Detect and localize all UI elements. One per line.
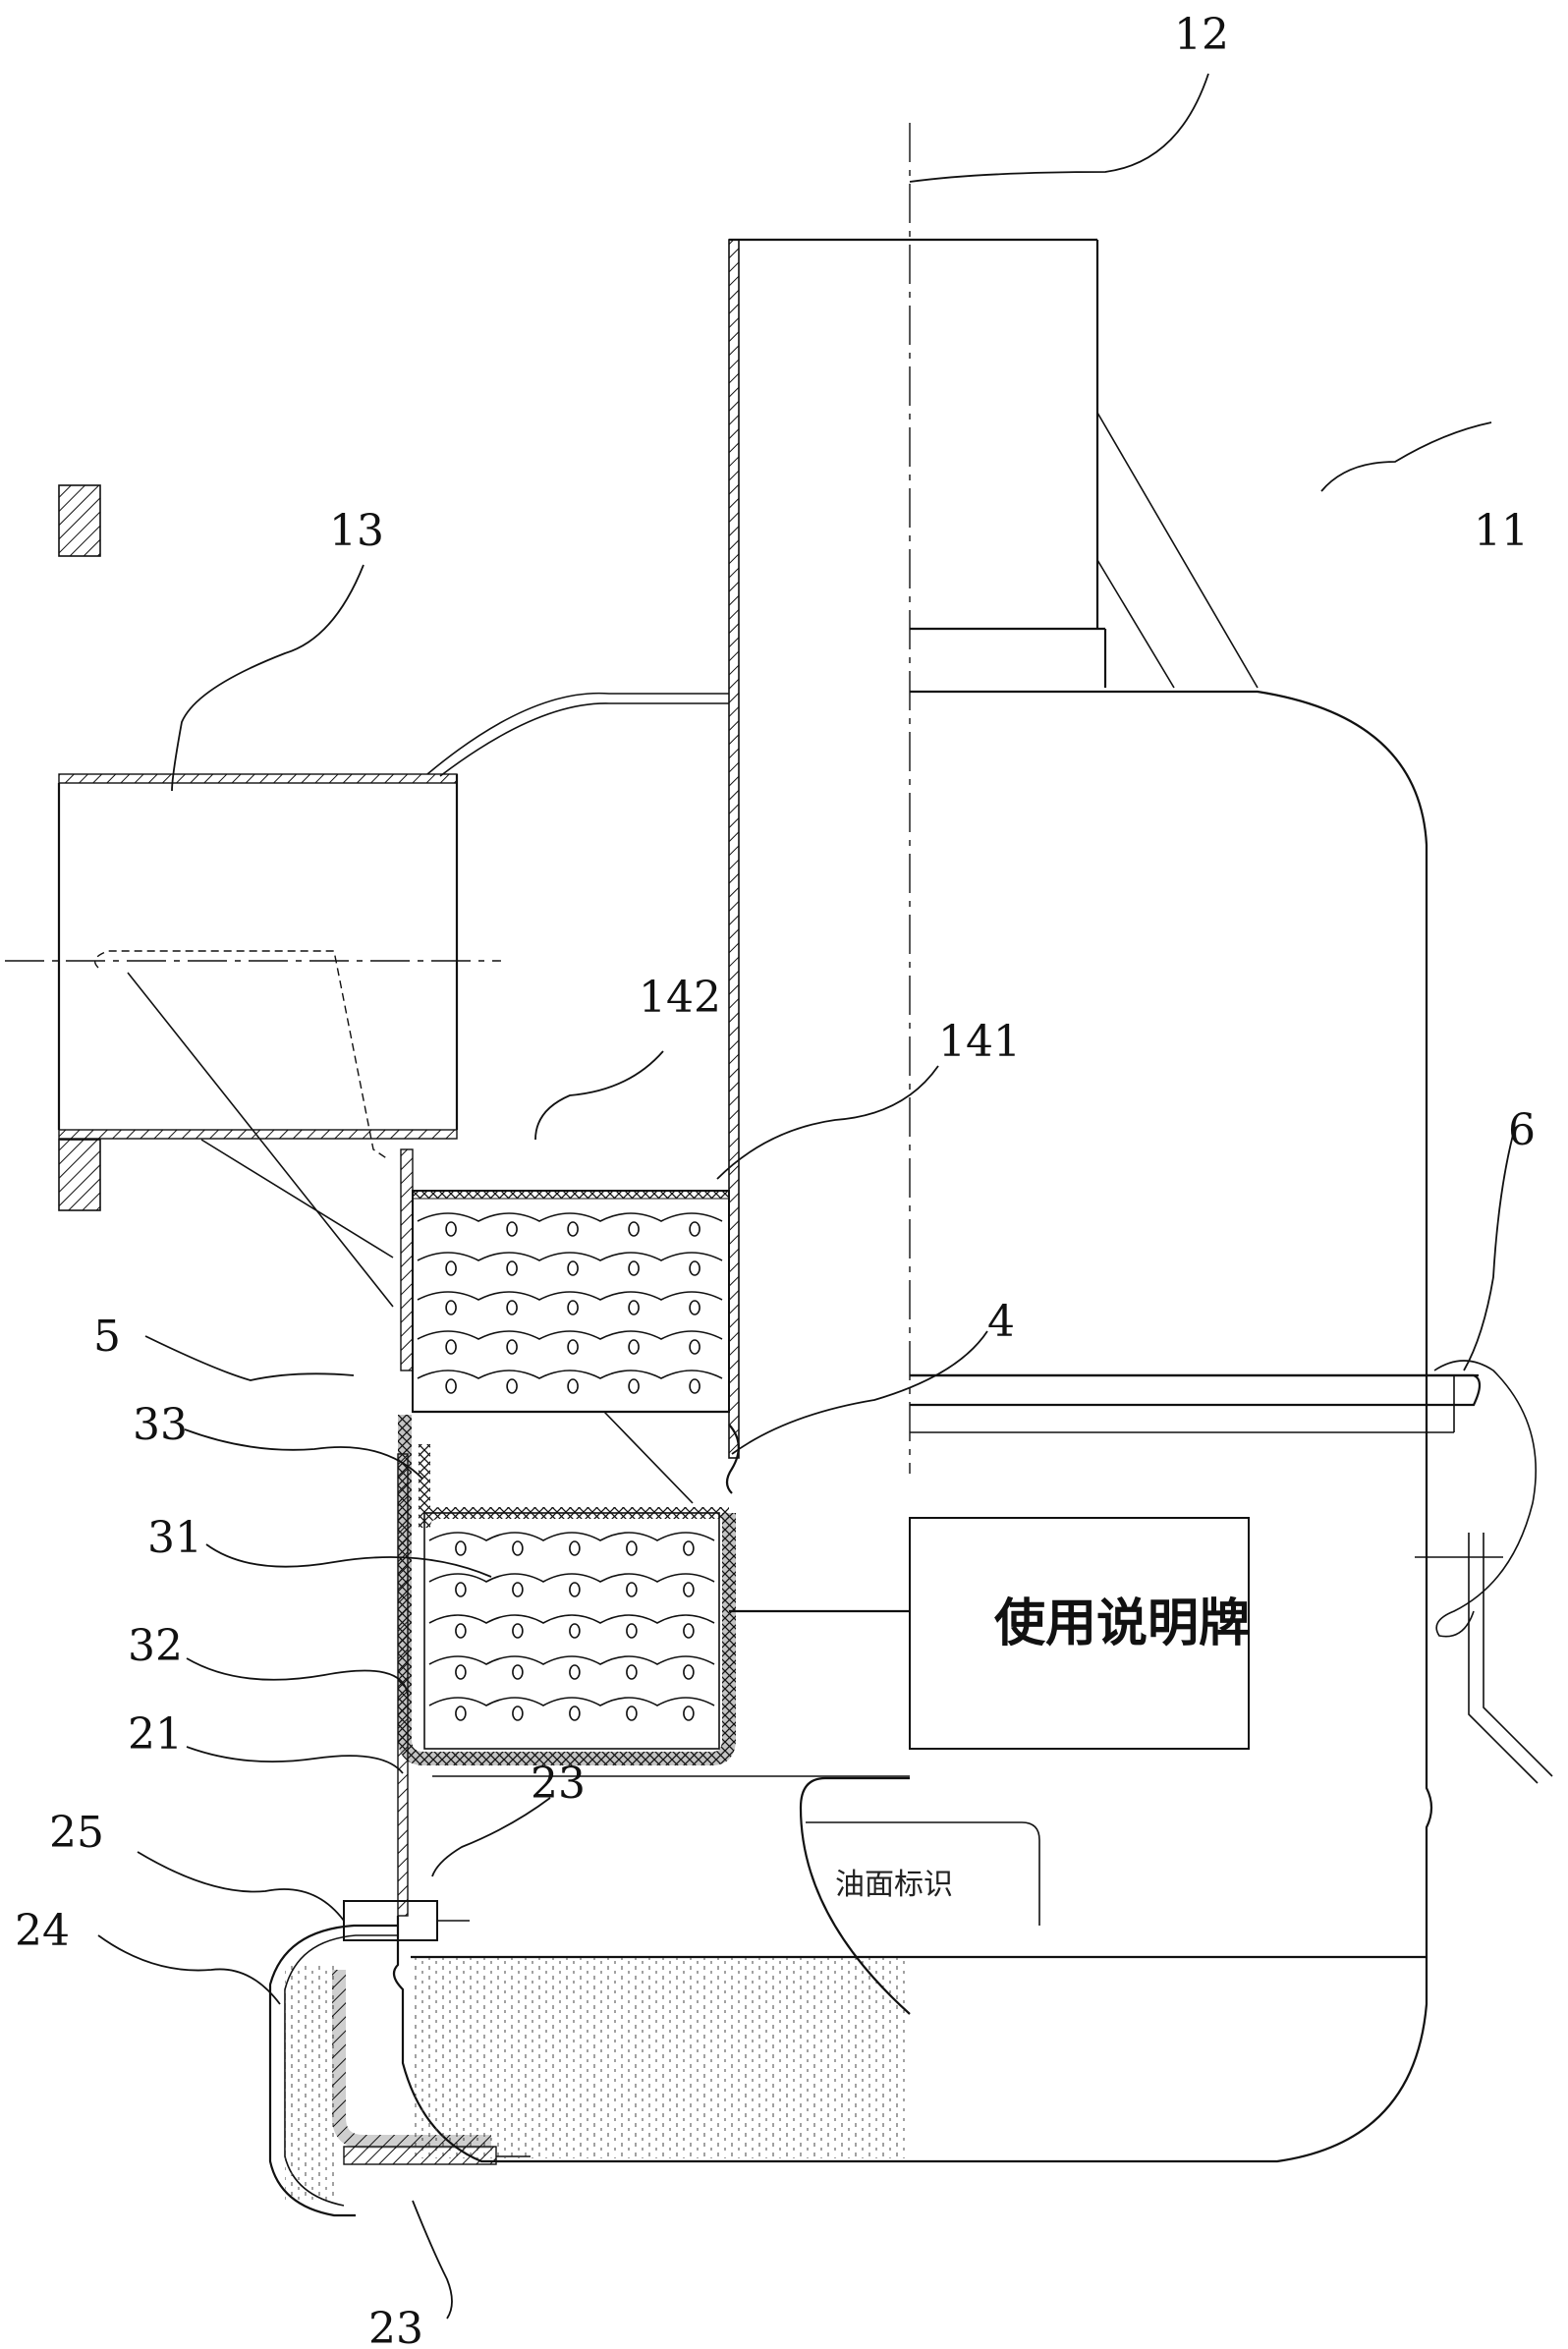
label-11: 11 [1474, 506, 1529, 556]
filter-coil-row [417, 1330, 723, 1340]
label-141: 141 [938, 1017, 1021, 1067]
filter-coil-loop [628, 1378, 640, 1394]
filter-coil-loop [506, 1300, 518, 1315]
filter-coil-loop [689, 1260, 700, 1276]
filter-coil-loop [628, 1300, 640, 1315]
filter-coil-loop [567, 1339, 579, 1355]
filter-coil-loop [567, 1221, 579, 1237]
filter-coil-loop [455, 1582, 467, 1597]
filter-coil-row [417, 1212, 723, 1222]
label-21: 21 [128, 1709, 183, 1760]
filter-coil-loop [506, 1339, 518, 1355]
filter-coil-row [417, 1291, 723, 1301]
filter-coil-row [428, 1573, 715, 1583]
label-23-lower: 23 [368, 2304, 423, 2349]
filter-coil-loop [683, 1706, 695, 1721]
filter-coil-loop [455, 1540, 467, 1556]
leader-lines [97, 73, 1514, 2320]
filter-coil-loop [626, 1706, 638, 1721]
filter-coil-loop [626, 1582, 638, 1597]
label-142: 142 [639, 973, 721, 1023]
filter-coil-loop [506, 1221, 518, 1237]
filter-coil-loop [445, 1378, 457, 1394]
filter-coil-row [417, 1252, 723, 1261]
filter-coil-loop [506, 1378, 518, 1394]
filter-coil-loop [689, 1378, 700, 1394]
filter-coil-loop [569, 1623, 581, 1639]
latch-clip [910, 1360, 1553, 1784]
filter-coil-loop [512, 1582, 524, 1597]
filter-coil-loop [683, 1664, 695, 1680]
filter-coil-loop [689, 1339, 700, 1355]
filter-coil-loop [689, 1221, 700, 1237]
housing [910, 690, 1479, 2163]
filter-coil-loop [567, 1260, 579, 1276]
oil-cup [268, 1453, 1427, 2217]
label-5: 5 [93, 1312, 121, 1362]
oil-level-mark: 油面标识 [799, 1776, 1040, 2015]
inlet-pipe [57, 484, 729, 1308]
filter-coil-loop [455, 1623, 467, 1639]
filter-coil-loop [512, 1540, 524, 1556]
filter-coil-loop [628, 1260, 640, 1276]
label-31: 31 [147, 1513, 202, 1563]
filter-coil-loop [626, 1623, 638, 1639]
filter-coil-loop [683, 1540, 695, 1556]
filter-coil-loop [683, 1623, 695, 1639]
filter-coil-loop [506, 1260, 518, 1276]
filter-coil-loop [567, 1378, 579, 1394]
outlet-pipe [728, 238, 1259, 1459]
filter-coil-loop [512, 1664, 524, 1680]
label-23-upper: 23 [531, 1759, 586, 1809]
label-24: 24 [15, 1906, 70, 1956]
filter-coil-loop [569, 1706, 581, 1721]
label-13: 13 [329, 506, 384, 556]
seal-ring [725, 1424, 740, 1494]
filter-coil-loop [445, 1339, 457, 1355]
filter-coil-loop [628, 1221, 640, 1237]
filter-coil-row [428, 1614, 715, 1624]
label-6: 6 [1508, 1105, 1536, 1155]
filter-coil-row [417, 1370, 723, 1379]
filter-coil-loop [445, 1260, 457, 1276]
filter-coil-loop [512, 1623, 524, 1639]
lower-filter [398, 1411, 910, 1777]
label-33: 33 [133, 1400, 188, 1450]
filter-coil-loop [626, 1540, 638, 1556]
filter-coil-loop [512, 1706, 524, 1721]
filter-coil-loop [569, 1582, 581, 1597]
nameplate: 使用说明牌 [909, 1517, 1250, 1750]
filter-coil-loop [567, 1300, 579, 1315]
filter-coil-row [428, 1655, 715, 1665]
filter-coil-loop [689, 1300, 700, 1315]
oil-level-mark-text: 油面标识 [835, 1868, 953, 1902]
label-4: 4 [987, 1297, 1015, 1347]
label-12: 12 [1174, 10, 1229, 60]
upper-filter [400, 1148, 730, 1414]
filter-coil-row [428, 1532, 715, 1541]
reference-numerals: 12 11 13 142 141 6 4 5 33 31 32 21 23 25… [15, 10, 1536, 2349]
filter-coil-loop [628, 1339, 640, 1355]
nameplate-text: 使用说明牌 [993, 1594, 1250, 1653]
label-32: 32 [128, 1621, 183, 1671]
filter-coil-loop [569, 1664, 581, 1680]
filter-coil-loop [445, 1221, 457, 1237]
filter-coil-row [428, 1697, 715, 1706]
filter-coil-loop [445, 1300, 457, 1315]
filter-coil-loop [455, 1664, 467, 1680]
filter-coil-loop [455, 1706, 467, 1721]
filter-coil-loop [683, 1582, 695, 1597]
label-25: 25 [49, 1808, 104, 1858]
filter-coil-loop [569, 1540, 581, 1556]
filter-coil-loop [626, 1664, 638, 1680]
